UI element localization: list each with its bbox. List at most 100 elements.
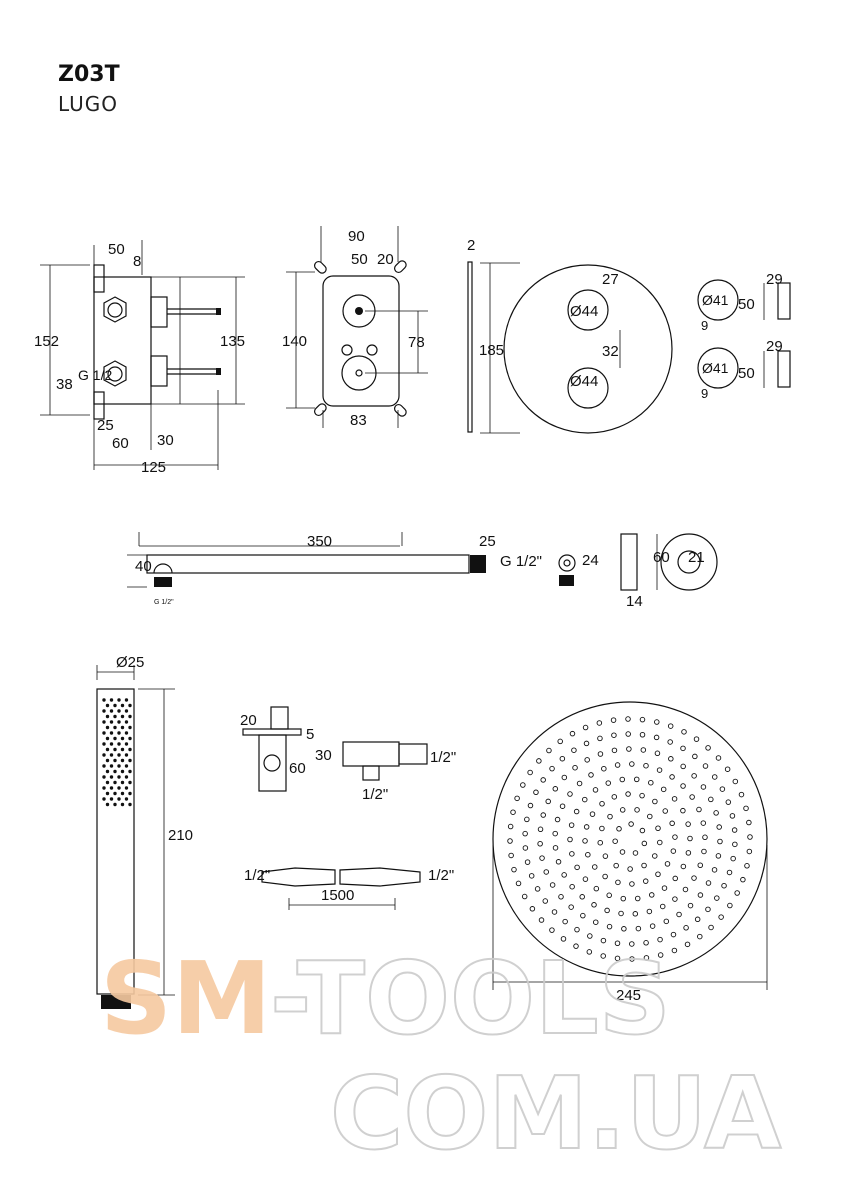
nozzle-dot — [552, 786, 559, 792]
nozzle-dot — [734, 890, 740, 896]
nozzle-dot — [715, 755, 722, 761]
nozzle-dot — [639, 716, 646, 723]
hand-nozzle-dot — [120, 714, 125, 719]
dim-outlet-half-inch-bottom: 1/2" — [362, 786, 388, 803]
dim-knob-50-top: 50 — [738, 296, 755, 313]
dim-box-60: 60 — [112, 435, 129, 452]
dim-box-125: 125 — [141, 459, 166, 476]
hand-nozzle-dot — [109, 797, 114, 801]
nozzle-dot — [539, 855, 545, 861]
dim-arm-g12-small: G 1/2" — [154, 599, 174, 606]
nozzle-dot — [593, 919, 599, 925]
dim-box-152: 152 — [34, 333, 59, 350]
hand-nozzle-dot — [128, 703, 132, 708]
hand-nozzle-dot — [105, 802, 110, 807]
hand-nozzle-dot — [128, 769, 132, 774]
nozzle-dot — [641, 840, 648, 847]
nozzle-dot — [569, 851, 575, 857]
nozzle-dot — [640, 747, 647, 753]
nozzle-dot — [648, 779, 654, 786]
nozzle-dot — [691, 773, 697, 779]
nozzle-dot — [524, 816, 530, 823]
hand-nozzle-dot — [109, 742, 114, 746]
hand-nozzle-dot — [113, 802, 117, 807]
nozzle-dot — [676, 911, 682, 918]
nozzle-dot — [639, 731, 646, 738]
nozzle-dot — [554, 816, 561, 823]
hand-nozzle-dot — [117, 742, 121, 746]
nozzle-dot — [731, 827, 738, 833]
dim-plate-32: 32 — [602, 343, 619, 360]
nozzle-dot — [529, 906, 536, 912]
nozzle-dot — [626, 746, 632, 752]
hand-nozzle-dot — [124, 786, 129, 790]
wall-holder-and-outlet — [242, 706, 428, 792]
nozzle-dot — [669, 820, 675, 827]
nozzle-dot — [693, 736, 700, 742]
hand-nozzle-dot — [120, 802, 125, 807]
nozzle-dot — [625, 791, 631, 797]
nozzle-dot — [561, 774, 568, 781]
nozzle-dot — [549, 765, 555, 772]
nozzle-dot — [557, 738, 563, 745]
nozzle-dot — [625, 716, 631, 722]
dim-hose-half-inch-right: 1/2" — [428, 867, 454, 884]
nozzle-dot — [546, 747, 552, 754]
nozzle-dot — [656, 767, 663, 773]
nozzle-dot — [611, 732, 617, 738]
nozzle-dot — [714, 895, 720, 901]
hand-nozzle-dot — [113, 747, 117, 752]
nozzle-dot — [653, 734, 660, 741]
nozzle-dot — [708, 796, 714, 803]
nozzle-dot — [668, 756, 674, 762]
nozzle-dot — [729, 813, 736, 819]
nozzle-dot — [597, 751, 604, 757]
hand-nozzle-dot — [109, 753, 114, 757]
dim-frame-20: 20 — [377, 251, 394, 268]
nozzle-dot — [708, 924, 714, 931]
nozzle-dot — [687, 835, 693, 842]
nozzle-dot — [687, 902, 694, 909]
hand-nozzle-dot — [109, 775, 114, 779]
nozzle-dot — [543, 869, 550, 875]
hand-nozzle-dot — [102, 720, 106, 724]
nozzle-dot — [670, 931, 677, 938]
hand-nozzle-dot — [124, 720, 129, 724]
dim-holder-60: 60 — [289, 760, 306, 777]
nozzle-dot — [701, 848, 707, 855]
nozzle-dot — [602, 853, 609, 859]
nozzle-dot — [528, 873, 535, 879]
nozzle-dot — [585, 851, 591, 858]
nozzle-dot — [692, 753, 698, 760]
nozzle-dot — [527, 769, 533, 776]
nozzle-dot — [643, 762, 649, 769]
nozzle-dot — [655, 825, 661, 831]
nozzle-dot — [732, 778, 739, 785]
dim-frame-90: 90 — [348, 228, 365, 245]
dim-outlet-half-inch-side: 1/2" — [430, 749, 456, 766]
mixing-box-front-view — [286, 226, 428, 428]
nozzle-dot — [700, 820, 707, 826]
hand-nozzle-dot — [109, 698, 114, 702]
hand-nozzle-dot — [102, 775, 106, 779]
nozzle-dot — [568, 822, 575, 828]
hand-nozzle-dot — [102, 797, 106, 801]
nozzle-dot — [629, 881, 635, 887]
nozzle-dot — [606, 892, 612, 899]
dim-plate-d44-bottom: Ø44 — [570, 373, 598, 390]
hand-nozzle-dot — [117, 698, 121, 702]
nozzle-dot — [657, 936, 663, 943]
model-code: Z03T — [58, 62, 120, 87]
nozzle-dot — [732, 841, 738, 848]
nozzle-dot — [561, 872, 567, 878]
nozzle-dot — [558, 894, 564, 900]
dim-arm-350: 350 — [307, 533, 332, 550]
nozzle-dot — [726, 869, 733, 876]
nozzle-dot — [596, 720, 603, 726]
hand-nozzle-dot — [105, 747, 110, 752]
watermark-domain: COM.UA — [330, 1055, 781, 1172]
nozzle-dot — [730, 855, 736, 862]
nozzle-dot — [583, 740, 590, 747]
hand-nozzle-dot — [109, 731, 114, 735]
hand-nozzle-dot — [124, 764, 129, 768]
